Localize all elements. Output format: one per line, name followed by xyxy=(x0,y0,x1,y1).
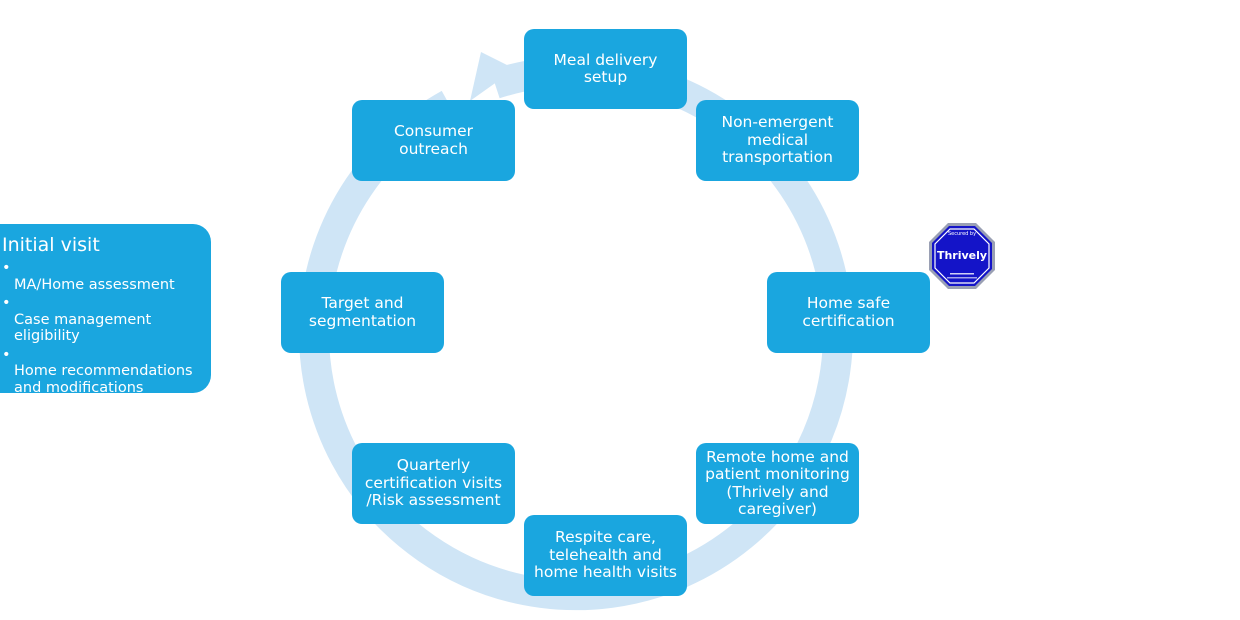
node-home-safe-certification: Home safe certification xyxy=(767,272,930,353)
node-respite-care: Respite care, telehealth and home health… xyxy=(524,515,687,596)
list-item-text: Home and auto modifications xyxy=(14,414,126,448)
list-item: •Home recommendations and modifications xyxy=(2,347,211,397)
bullet-icon: • xyxy=(2,398,11,414)
bullet-icon: • xyxy=(2,346,11,363)
initial-visit-panel: Initial visit •MA/Home assessment •Case … xyxy=(0,224,211,447)
badge-brand-text: Thrively xyxy=(937,249,987,262)
list-item-text: Case management eligibility xyxy=(14,311,152,345)
node-non-emergent-transportation: Non-emergent medical transportation xyxy=(696,100,859,181)
list-item-text: MA/Home assessment xyxy=(14,276,175,293)
node-quarterly-certification: Quarterly certification visits /Risk ass… xyxy=(352,443,515,524)
node-target-segmentation: Target and segmentation xyxy=(281,272,444,353)
node-consumer-outreach: Consumer outreach xyxy=(352,100,515,181)
node-remote-monitoring: Remote home and patient monitoring (Thri… xyxy=(696,443,859,524)
cycle-arrowhead-icon xyxy=(470,52,515,101)
initial-visit-list: •MA/Home assessment •Case management eli… xyxy=(2,260,211,448)
node-meal-delivery: Meal delivery setup xyxy=(524,29,687,109)
bullet-icon: • xyxy=(2,295,11,311)
list-item-text: Home recommendations and modifications xyxy=(14,363,193,396)
list-item: •MA/Home assessment xyxy=(2,260,211,293)
bullet-icon: • xyxy=(2,260,11,276)
badge-top-text: Secured by xyxy=(948,231,976,237)
initial-visit-title: Initial visit xyxy=(2,234,100,256)
list-item: •Home and auto modifications xyxy=(2,398,211,448)
list-item: •Case management eligibility xyxy=(2,295,211,345)
thrively-security-badge-icon: Secured by Thrively xyxy=(929,223,995,289)
